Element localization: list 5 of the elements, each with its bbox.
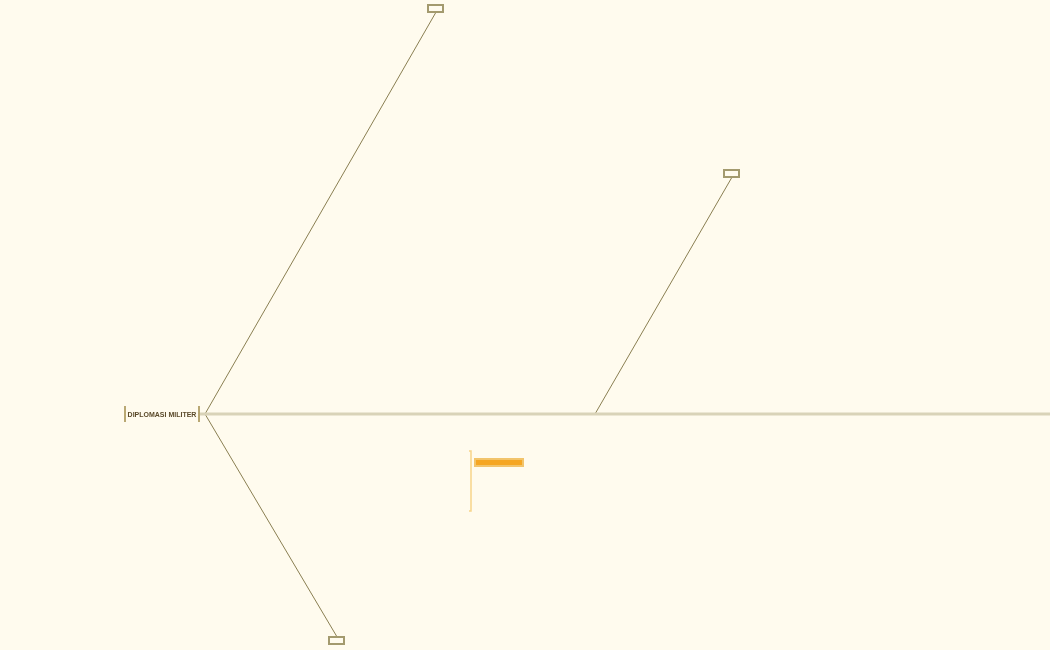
outline-box [427, 4, 444, 13]
outline-box [723, 169, 740, 178]
outline-box [474, 458, 524, 467]
connector-line [200, 412, 1050, 416]
outline-box [328, 636, 345, 645]
